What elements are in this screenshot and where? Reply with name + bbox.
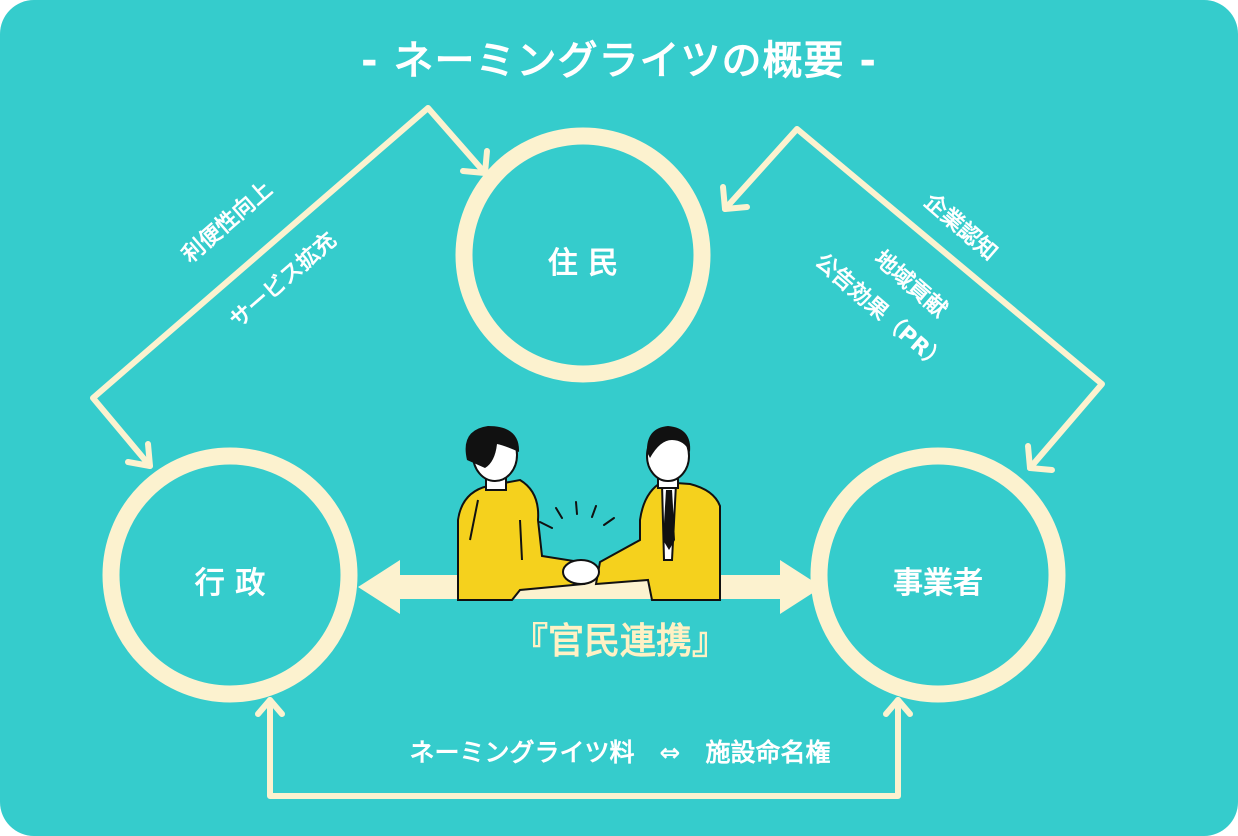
residents-ring bbox=[455, 127, 711, 383]
government-node-label: 行 政 bbox=[194, 566, 266, 601]
government-ring bbox=[102, 447, 358, 703]
naming-fee-label: ネーミングライツ料 ⇔ 施設命名権 bbox=[409, 738, 831, 767]
bottom-connector bbox=[255, 697, 913, 799]
left-businessman bbox=[457, 426, 586, 601]
handshake-illustration bbox=[457, 426, 721, 601]
partnership-label: 『官民連携』 bbox=[511, 621, 728, 662]
business-node-label: 事業者 bbox=[893, 566, 983, 601]
partnership-double-arrow bbox=[358, 560, 822, 614]
diagram-title: - ネーミングライツの概要 - bbox=[360, 38, 878, 84]
residents-node-label: 住 民 bbox=[547, 246, 619, 281]
right-businessman bbox=[594, 426, 721, 601]
business-ring bbox=[810, 447, 1066, 703]
right-flow-arrow bbox=[720, 126, 1105, 473]
left-flow-arrow bbox=[90, 105, 490, 469]
